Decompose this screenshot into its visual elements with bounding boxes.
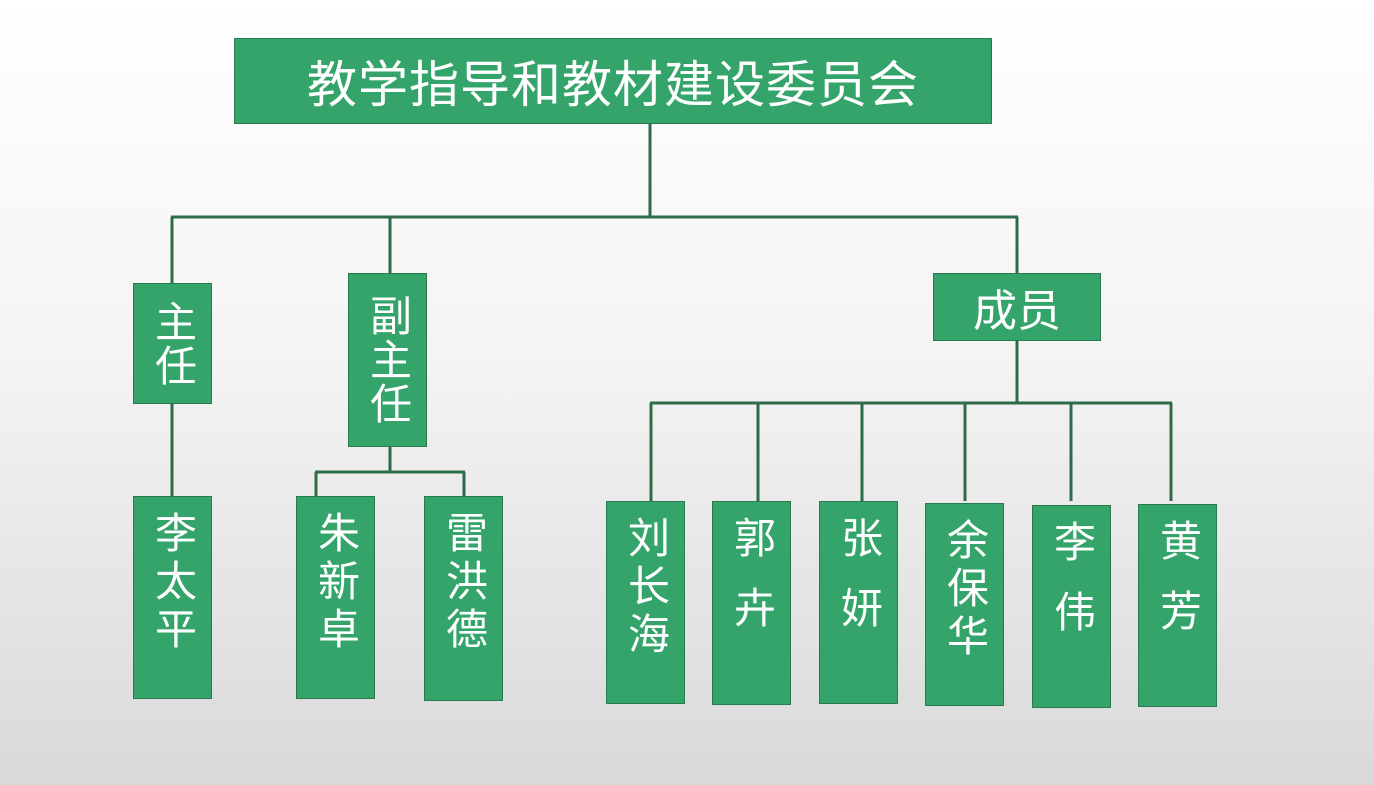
deputy-member: 雷洪德 <box>424 496 503 701</box>
director-label: 主任 <box>148 299 198 388</box>
deputy-node: 副主任 <box>348 273 427 447</box>
members-label: 成员 <box>973 286 1061 337</box>
group-member: 李伟 <box>1032 505 1111 708</box>
group-member: 黄芳 <box>1138 504 1217 707</box>
members-node: 成员 <box>933 273 1101 341</box>
director-node: 主任 <box>133 283 212 404</box>
member-name: 张妍 <box>834 516 884 656</box>
root-node: 教学指导和教材建设委员会 <box>234 38 992 124</box>
member-name: 郭卉 <box>727 516 777 656</box>
group-member: 刘长海 <box>606 501 685 704</box>
group-member: 张妍 <box>819 501 898 704</box>
member-name: 余保华 <box>940 518 990 662</box>
member-name: 朱新卓 <box>311 511 361 655</box>
member-name: 雷洪德 <box>439 511 489 655</box>
member-name: 李太平 <box>148 511 198 655</box>
group-member: 余保华 <box>925 503 1004 706</box>
deputy-label: 副主任 <box>363 294 413 426</box>
deputy-member: 朱新卓 <box>296 496 375 699</box>
member-name: 刘长海 <box>621 516 671 660</box>
root-label: 教学指导和教材建设委员会 <box>307 56 919 114</box>
member-name: 黄芳 <box>1153 519 1203 659</box>
director-member: 李太平 <box>133 496 212 699</box>
group-member: 郭卉 <box>712 501 791 705</box>
member-name: 李伟 <box>1047 520 1097 660</box>
